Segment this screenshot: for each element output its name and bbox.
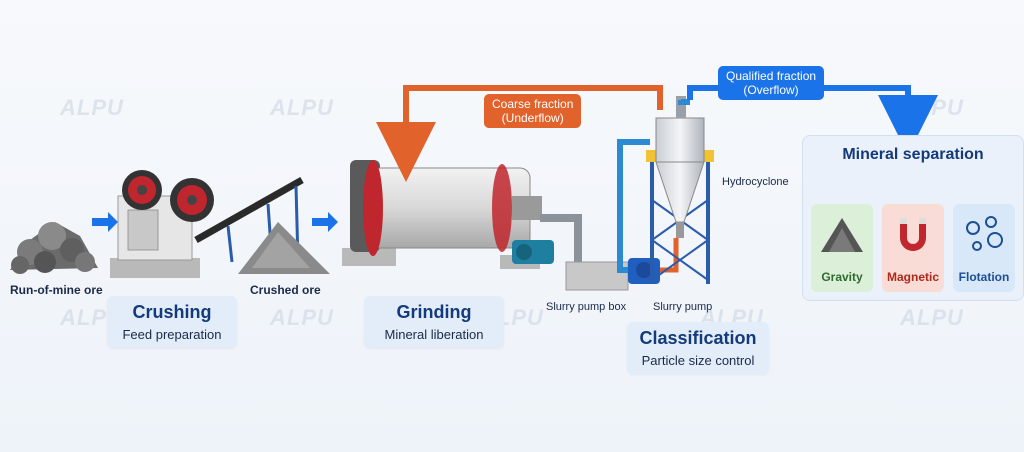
watermark: ALPU: [270, 95, 334, 120]
qualified-fraction-callout: Qualified fraction (Overflow): [718, 66, 825, 100]
ore-label: Run-of-mine ore: [10, 283, 103, 297]
flotation-box: Flotation: [953, 204, 1015, 292]
stage-subtitle: Particle size control: [641, 353, 755, 368]
mineral-separation-panel: Mineral separation Gravity Magnetic Flot…: [802, 135, 1024, 301]
flow-arrow-icon: [312, 212, 338, 232]
callout-line: Qualified fraction: [726, 69, 817, 83]
stage-title: Grinding: [396, 302, 472, 322]
hydrocyclone-label: Hydrocyclone: [722, 176, 789, 188]
flow-arrow-icon: [92, 212, 118, 232]
method-label: Flotation: [958, 270, 1010, 284]
watermark: ALPU: [900, 305, 964, 330]
method-label: Magnetic: [886, 270, 939, 284]
gravity-box: Gravity: [811, 204, 873, 292]
magnetic-box: Magnetic: [882, 204, 944, 292]
gravity-pile-icon: [821, 218, 863, 252]
stage-subtitle: Mineral liberation: [384, 327, 484, 342]
pump-box-label: Slurry pump box: [546, 301, 627, 313]
watermark: ALPU: [270, 305, 334, 330]
classification-card: Classification Particle size control: [627, 322, 769, 374]
stage-subtitle: Feed preparation: [122, 327, 222, 342]
slurry-pump-icon: [628, 258, 660, 284]
crushed-ore-label: Crushed ore: [250, 283, 321, 297]
callout-line: (Overflow): [743, 83, 799, 97]
hydrocyclone-icon: [646, 96, 714, 284]
watermark: ALPU: [60, 95, 124, 120]
callout-line: Coarse fraction: [492, 97, 574, 111]
crushing-card: Crushing Feed preparation: [107, 296, 237, 348]
jaw-crusher-icon: [110, 170, 214, 278]
method-label: Gravity: [821, 270, 863, 284]
stage-title: Crushing: [132, 302, 212, 322]
coarse-fraction-callout: Coarse fraction (Underflow): [484, 94, 582, 128]
separation-title: Mineral separation: [842, 146, 984, 163]
magnet-icon: [900, 218, 926, 251]
coarse-fraction-arrow: [376, 85, 663, 182]
stage-title: Classification: [639, 328, 757, 348]
feed-pipe: [617, 139, 650, 273]
pump-label: Slurry pump: [653, 301, 713, 313]
ore-pile-icon: [10, 222, 98, 274]
bubbles-icon: [966, 216, 1003, 251]
callout-line: (Underflow): [501, 111, 564, 125]
ball-mill-icon: [342, 160, 554, 269]
grinding-card: Grinding Mineral liberation: [364, 296, 504, 348]
slurry-pipe: [540, 214, 582, 262]
